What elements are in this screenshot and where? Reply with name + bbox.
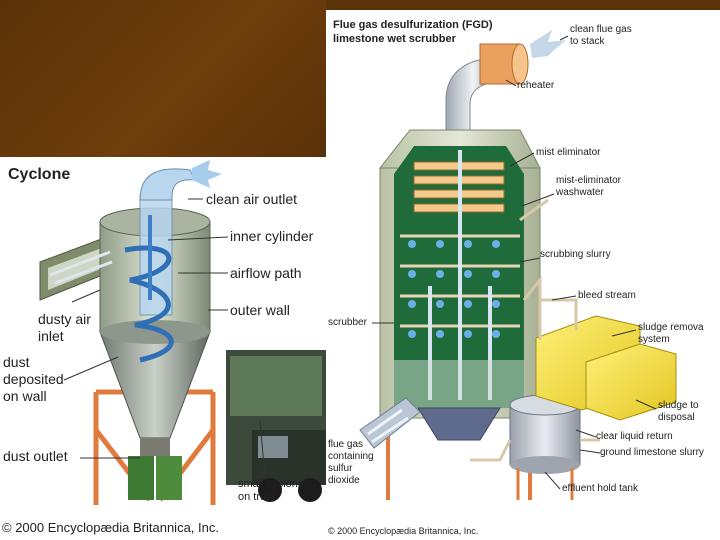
- label-scrubber: scrubber: [328, 317, 367, 328]
- label-reheater: reheater: [517, 80, 555, 91]
- label-clear-liquid-return: clear liquid return: [596, 431, 673, 442]
- label-flue-gas-line1: flue gas: [328, 439, 364, 450]
- label-dust-deposited-line3: on wall: [3, 388, 47, 404]
- fgd-title-line2: limestone wet scrubber: [333, 33, 456, 45]
- label-mist-eliminator: mist eliminator: [536, 147, 601, 158]
- fgd-title-line1: Flue gas desulfurization (FGD): [333, 19, 493, 31]
- label-flue-gas-line3: sulfur: [328, 463, 353, 474]
- label-mist-washwater-line2: washwater: [556, 187, 604, 198]
- label-sludge-removal-line1: sludge remova: [638, 322, 704, 333]
- label-clean-air-outlet: clean air outlet: [206, 191, 298, 207]
- label-sludge-disposal-line2: disposal: [658, 412, 695, 423]
- label-clean-flue-gas-line1: clean flue gas: [570, 24, 632, 35]
- label-flue-gas-line4: dioxide: [328, 475, 360, 486]
- cyclone-title: Cyclone: [8, 166, 71, 183]
- cyclone-illustration: [39, 160, 326, 505]
- label-mist-washwater-line1: mist-eliminator: [556, 175, 622, 186]
- label-ground-limestone-slurry: ground limestone slurry: [600, 447, 704, 458]
- label-dust-deposited-line2: deposited: [3, 371, 64, 387]
- top-brown-strip: [326, 0, 720, 10]
- label-scrubbing-slurry: scrubbing slurry: [540, 249, 611, 260]
- label-dusty-air-inlet-line1: dusty air: [38, 311, 91, 327]
- label-airflow-path: airflow path: [230, 265, 302, 281]
- label-dusty-air-inlet-line2: inlet: [38, 328, 64, 344]
- label-flue-gas-line2: containing: [328, 451, 374, 462]
- brown-background-panel: [0, 0, 326, 157]
- fgd-copyright: © 2000 Encyclopædia Britannica, Inc.: [328, 526, 479, 536]
- label-dust-deposited-line1: dust: [3, 354, 30, 370]
- label-sludge-disposal-line1: sludge to: [658, 400, 699, 411]
- label-dust-outlet: dust outlet: [3, 448, 68, 464]
- label-effluent-hold-tank: effluent hold tank: [562, 483, 638, 494]
- label-outer-wall: outer wall: [230, 302, 290, 318]
- label-bleed-stream: bleed stream: [578, 290, 636, 301]
- fgd-illustration: [359, 30, 677, 500]
- cyclone-copyright: © 2000 Encyclopædia Britannica, Inc.: [2, 520, 219, 535]
- label-inner-cylinder: inner cylinder: [230, 228, 314, 244]
- label-sludge-removal-line2: system: [638, 334, 670, 345]
- label-small-cyclone-line2: on truck: [238, 491, 278, 503]
- label-small-cyclone-line1: small cyclone: [238, 478, 305, 490]
- label-clean-flue-gas-line2: to stack: [570, 36, 605, 47]
